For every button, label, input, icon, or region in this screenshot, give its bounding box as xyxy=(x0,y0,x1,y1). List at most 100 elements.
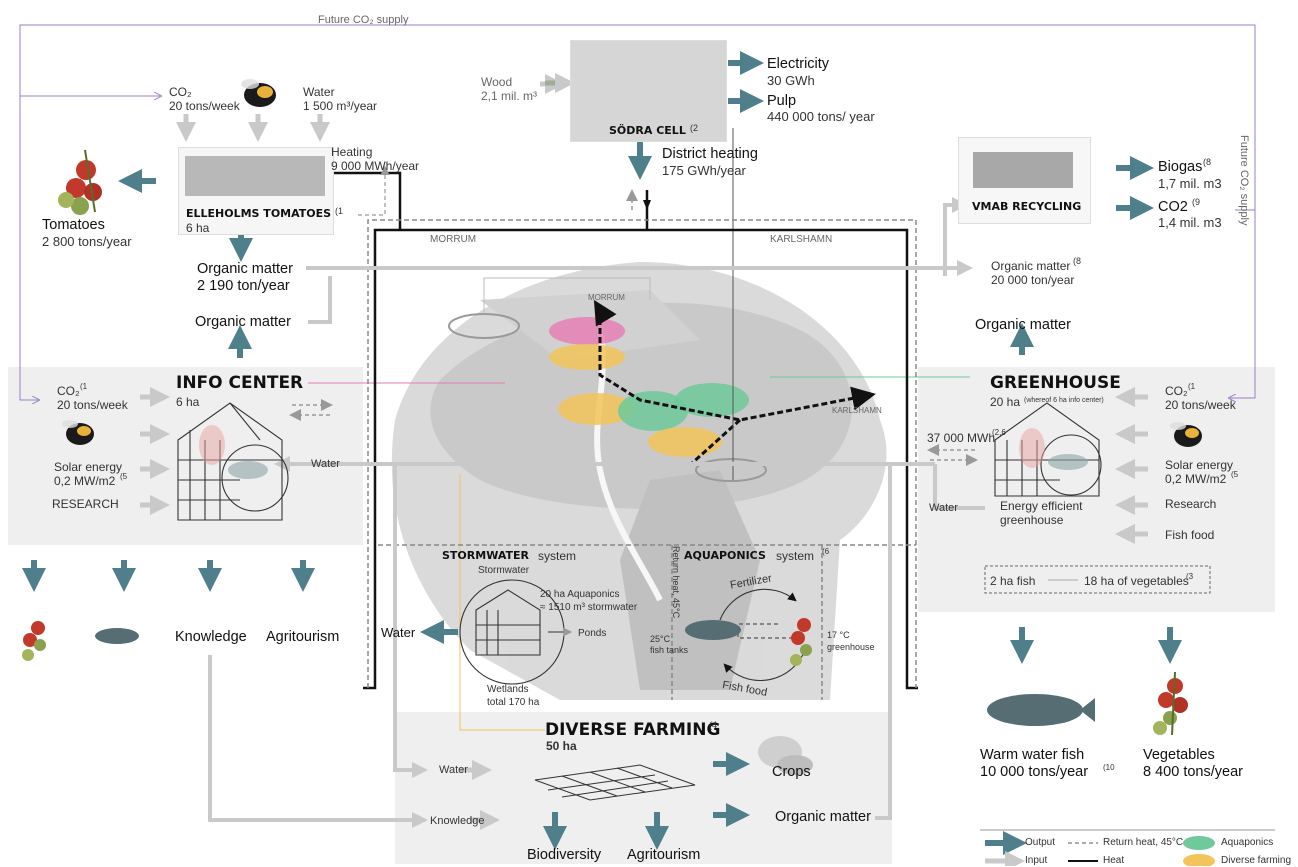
vmab-organic-label: Organic matter xyxy=(975,317,1071,333)
fish-tank-fish xyxy=(685,620,741,640)
sodra-ref: (2 xyxy=(690,123,699,133)
vmab-co2-label: CO2 xyxy=(1158,199,1188,215)
greenhouse-veg-ref: (3 xyxy=(1186,572,1194,581)
legend-heat: Heat xyxy=(1103,855,1125,866)
elleholms-greenhouse-photo xyxy=(178,147,334,235)
map-illustration xyxy=(391,262,887,700)
legend-aquaponics: Aquaponics xyxy=(1221,837,1274,848)
legend-graphics xyxy=(980,829,1275,866)
elleholms-water-value: 1 500 m³/year xyxy=(303,99,378,113)
greenhouse-solar-ref: (5 xyxy=(1231,470,1239,479)
vmab-organic-in-ref: (8 xyxy=(1073,256,1082,266)
elleholms-area: 6 ha xyxy=(186,221,210,235)
info-center-area: 6 ha xyxy=(176,395,200,409)
aquaponics-greenhouse-temp: 17 °C xyxy=(827,630,850,640)
vmab-organic-in-value: 20 000 ton/year xyxy=(991,273,1075,287)
diverse-farming-grid xyxy=(534,764,696,801)
legend-input: Input xyxy=(1025,855,1048,866)
ponds-label: Ponds xyxy=(578,628,607,639)
heating-label: Heating xyxy=(331,145,373,159)
aquaponics-title-rest: system xyxy=(776,549,815,563)
elleholms-co2-value: 20 tons/week xyxy=(169,99,240,113)
fish-output-icon xyxy=(95,628,139,644)
greenhouse-panel xyxy=(918,367,1275,612)
warm-water-fish-illustration xyxy=(987,694,1095,726)
tomatoes-output-icon xyxy=(22,621,46,661)
zone-yellow-2 xyxy=(558,393,634,425)
stormwater-title-bold: STORMWATER xyxy=(442,549,529,562)
vmab-co2-ref: (9 xyxy=(1192,197,1201,207)
diverse-knowledge: Knowledge xyxy=(430,815,485,827)
heating-value: 9 000 MWh/year xyxy=(331,159,420,173)
stormwater-drawing xyxy=(459,579,573,685)
greenhouse-efficient-2: greenhouse xyxy=(1000,513,1064,527)
greenhouse-co2-value: 20 tons/week xyxy=(1165,398,1236,412)
biodiversity-label: Biodiversity xyxy=(527,847,602,863)
zone-yellow-3 xyxy=(648,427,722,457)
tomatoes-value: 2 800 tons/year xyxy=(42,234,132,249)
diverse-water: Water xyxy=(439,764,468,776)
greenhouse-title: GREENHOUSE xyxy=(990,373,1121,393)
greenhouse-efficient-1: Energy efficient xyxy=(1000,499,1083,513)
stormwater-water-out: Water xyxy=(381,625,416,640)
info-knowledge: Knowledge xyxy=(175,629,247,645)
karlshamn-map-label: KARLSHAMN xyxy=(832,406,882,415)
fish-vegetables-box xyxy=(984,565,1211,594)
wood-value: 2,1 mil. m³ xyxy=(481,89,538,103)
greenhouse-water: Water xyxy=(929,502,958,514)
info-center-title: INFO CENTER xyxy=(176,373,304,393)
zone-green-2 xyxy=(675,383,749,417)
biogas-value: 1,7 mil. m3 xyxy=(1158,176,1222,191)
wood-label: Wood xyxy=(481,75,513,89)
sodra-cell-title: SÖDRA CELL xyxy=(609,124,686,137)
zone-pink xyxy=(549,317,625,345)
info-solar-value: 0,2 MW/m2 xyxy=(54,474,116,488)
electricity-label: Electricity xyxy=(767,56,830,72)
aquaponics-title-bold: AQUAPONICS xyxy=(684,549,766,562)
vmab-recycling-photo xyxy=(958,137,1091,224)
elleholms-ref: (1 xyxy=(335,206,344,216)
info-solar-label: Solar energy xyxy=(54,460,123,474)
greenhouse-solar-value: 0,2 MW/m2 xyxy=(1165,472,1227,486)
future-co2-top-label: Future CO₂ supply xyxy=(318,14,409,26)
vmab-title: VMAB RECYCLING xyxy=(972,200,1082,213)
biogas-label: Biogas xyxy=(1158,159,1203,175)
stormwater-title-rest: system xyxy=(538,549,577,563)
electricity-value: 30 GWh xyxy=(767,73,815,88)
elleholms-water-label: Water xyxy=(303,85,335,99)
zone-green-1 xyxy=(618,391,688,431)
vegetables-value: 8 400 tons/year xyxy=(1143,764,1243,780)
crops-drawing xyxy=(758,736,813,775)
pulp-label: Pulp xyxy=(767,93,797,109)
elleholms-co2-label: CO₂ xyxy=(169,85,192,99)
warm-water-fish-ref: (10 xyxy=(1103,763,1115,772)
bee-icon-greenhouse xyxy=(1170,422,1202,447)
karlshamn-label: KARLSHAMN xyxy=(770,234,833,245)
organic-matter-2-label: Organic matter xyxy=(195,314,291,330)
diverse-farming-title: DIVERSE FARMING xyxy=(545,720,721,740)
vmab-co2-value: 1,4 mil. m3 xyxy=(1158,215,1222,230)
diverse-farming-ref: (4 xyxy=(709,720,718,730)
greenhouse-fish-area: 2 ha fish xyxy=(990,574,1036,588)
pulp-value: 440 000 tons/ year xyxy=(767,109,875,124)
legend-return-heat: Return heat, 45°C xyxy=(1103,837,1184,848)
stormwater-label: Stormwater xyxy=(478,565,530,576)
greenhouse-heat-value: 37 000 MWh xyxy=(927,431,996,445)
aquaponics-tomato xyxy=(790,618,812,666)
info-research: RESEARCH xyxy=(52,497,119,511)
zone-yellow-1 xyxy=(549,344,625,370)
bee-icon-info xyxy=(62,420,94,445)
info-greenhouse-drawing xyxy=(177,402,289,521)
bee-icon-top xyxy=(241,79,276,107)
diverse-organic-matter: Organic matter xyxy=(775,809,871,825)
aquaponics-ref: (6 xyxy=(822,547,830,556)
return-heat-label: Return heat, 45°C xyxy=(671,546,681,619)
biogas-ref: (8 xyxy=(1203,157,1212,167)
info-co2-value: 20 tons/week xyxy=(57,398,128,412)
greenhouse-co2-ref: (1 xyxy=(1188,382,1196,391)
greenhouse-fish-food: Fish food xyxy=(1165,528,1215,542)
aquaponics-stormwater-label: ≈ 1510 m³ stormwater xyxy=(540,602,638,613)
fish-tanks-temp: 25°C xyxy=(650,634,671,644)
greenhouse-area: 20 ha xyxy=(990,395,1021,409)
vegetables-illustration xyxy=(1153,671,1188,736)
